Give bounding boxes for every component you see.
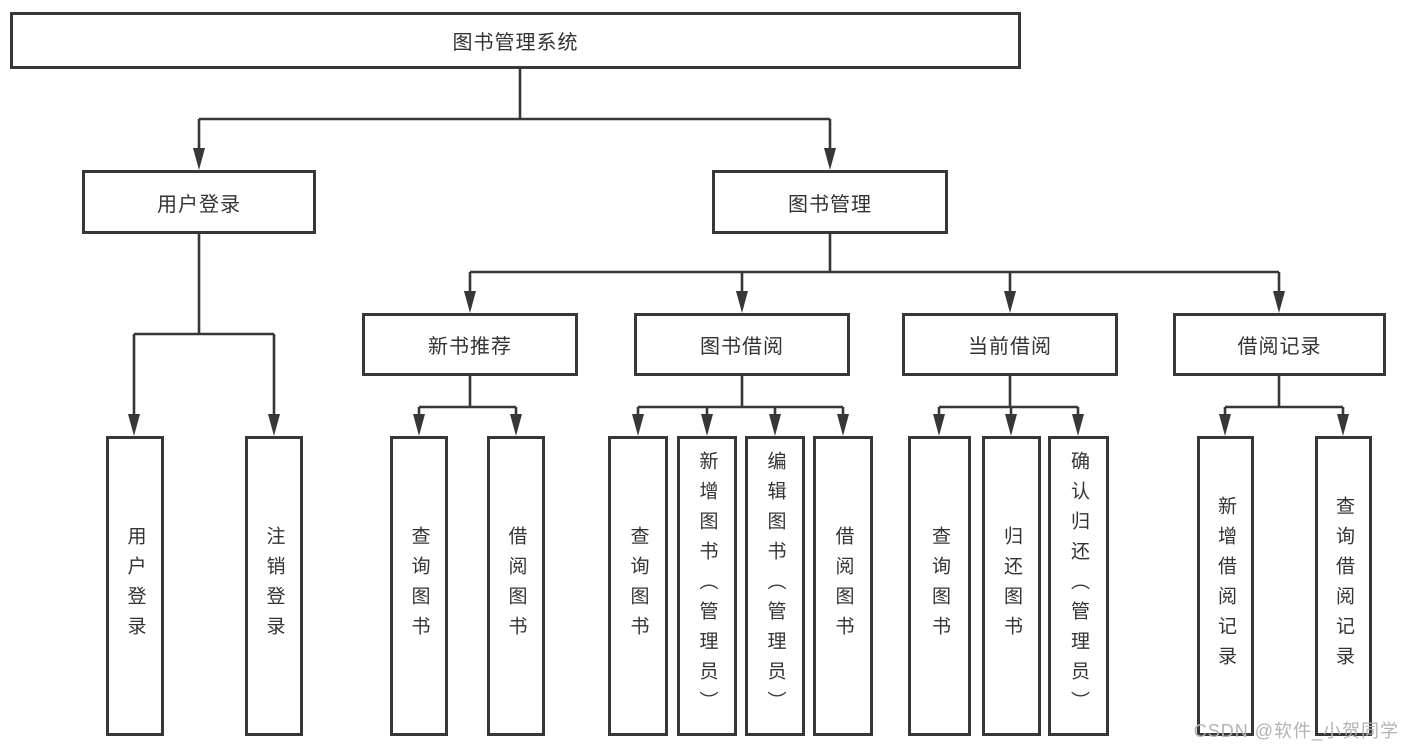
connector-current-to-leaves (937, 375, 1080, 414)
node-book-management: 图书管理 (712, 170, 948, 234)
connector-root-to-level2 (197, 67, 832, 148)
leaf-label: 借阅图书 (832, 526, 854, 646)
arrowhead (769, 414, 781, 436)
node-user-login: 用户登录 (82, 170, 316, 234)
arrowhead (193, 148, 205, 170)
arrowhead (1005, 414, 1017, 436)
node-book-borrowing: 图书借阅 (634, 313, 850, 376)
leaf-label: 查询图书 (929, 526, 950, 646)
connector-records-to-leaves (1223, 375, 1345, 414)
leaf-label: 借阅图书 (505, 526, 527, 646)
connector-borrowing-to-leaves (636, 375, 845, 414)
arrowhead (824, 148, 836, 170)
leaf-label: 归还图书 (1001, 526, 1022, 646)
node-leaf-borrow-books-recommend: 借阅图书 (487, 436, 545, 736)
arrowhead (1337, 414, 1349, 436)
leaf-label: 查询图书 (408, 526, 430, 646)
arrowhead (1219, 414, 1231, 436)
leaf-label: 新增借阅记录 (1215, 496, 1236, 676)
node-borrowing-records: 借阅记录 (1173, 313, 1386, 376)
arrowhead (413, 414, 425, 436)
leaf-label: 新增图书（管理员） (696, 451, 718, 721)
arrowhead (1273, 291, 1285, 313)
node-leaf-return-books: 归还图书 (982, 436, 1041, 736)
arrowhead (128, 414, 140, 436)
connector-recommend-to-leaves (417, 375, 518, 414)
node-leaf-user-login: 用户登录 (106, 436, 164, 736)
leaf-label: 用户登录 (124, 526, 146, 646)
arrowhead (701, 414, 713, 436)
node-leaf-edit-books-admin: 编辑图书（管理员） (745, 436, 805, 736)
node-leaf-borrow-books-borrowing: 借阅图书 (813, 436, 873, 736)
arrowhead (837, 414, 849, 436)
arrowhead (933, 414, 945, 436)
node-leaf-query-books-borrowing: 查询图书 (608, 436, 668, 736)
arrowhead (632, 414, 644, 436)
node-leaf-confirm-return-admin: 确认归还（管理员） (1048, 436, 1109, 736)
leaf-label: 查询图书 (627, 526, 649, 646)
arrowhead (464, 291, 476, 313)
node-leaf-add-borrow-record: 新增借阅记录 (1197, 436, 1254, 736)
node-new-book-recommend: 新书推荐 (362, 313, 578, 376)
node-leaf-query-borrow-record: 查询借阅记录 (1315, 436, 1372, 736)
node-current-borrowing: 当前借阅 (902, 313, 1118, 376)
connector-bookmgmt-to-level3 (468, 233, 1281, 291)
leaf-label: 编辑图书（管理员） (764, 451, 786, 721)
arrowhead (510, 414, 522, 436)
connector-userlogin-to-leaves (132, 233, 276, 414)
node-library-management-system: 图书管理系统 (10, 12, 1021, 69)
node-leaf-query-books-recommend: 查询图书 (390, 436, 448, 736)
arrowhead (268, 414, 280, 436)
arrowhead (1004, 291, 1016, 313)
arrowhead (1072, 414, 1084, 436)
node-leaf-logout: 注销登录 (245, 436, 303, 736)
csdn-watermark: CSDN @软件_小贺同学 (1193, 721, 1399, 741)
leaf-label: 确认归还（管理员） (1068, 451, 1089, 721)
leaf-label: 注销登录 (263, 526, 285, 646)
node-leaf-add-books-admin: 新增图书（管理员） (677, 436, 737, 736)
node-leaf-query-books-current: 查询图书 (908, 436, 971, 736)
leaf-label: 查询借阅记录 (1333, 496, 1354, 676)
arrowhead (736, 291, 748, 313)
